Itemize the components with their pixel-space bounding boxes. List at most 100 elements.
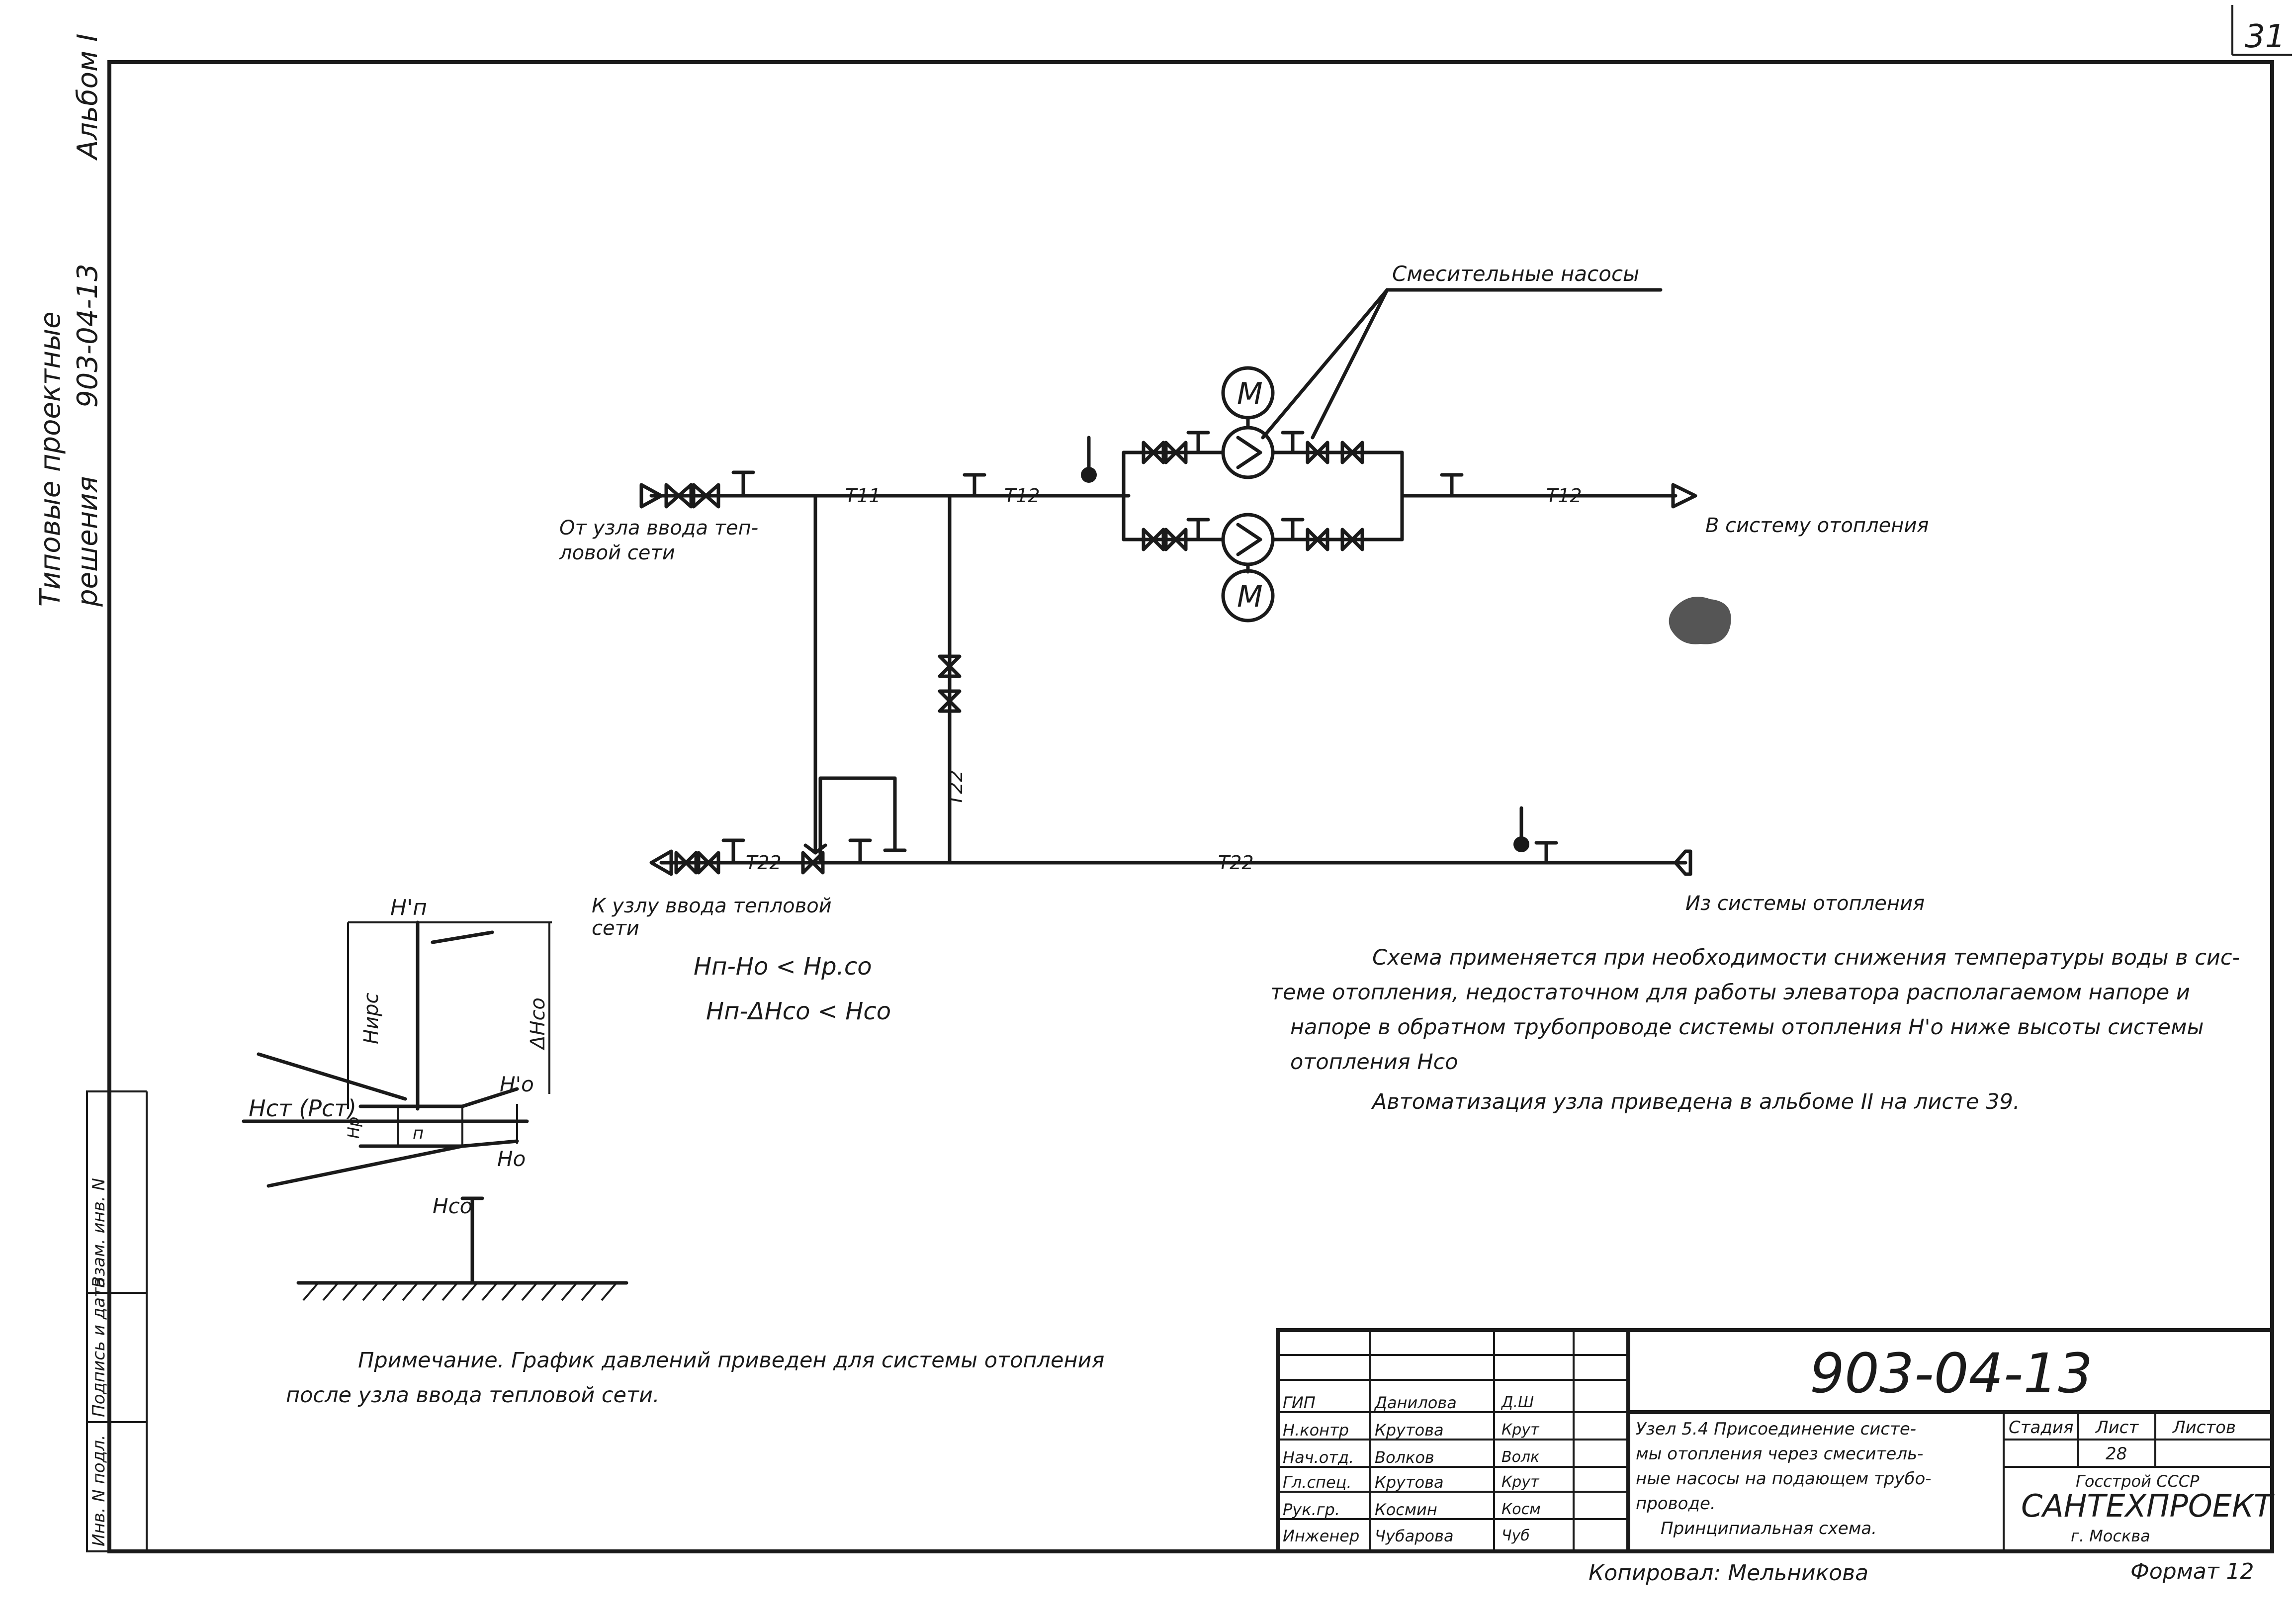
signature: Крут [1501, 1421, 1540, 1439]
pipe-label-t22: T22 [1218, 852, 1254, 874]
binding-cell-1: Инв. N подл. [89, 1435, 109, 1546]
check-valve-icon [1306, 528, 1329, 551]
name-chubarova: Чубарова [1375, 1527, 1454, 1545]
inlet-arrow-icon [1674, 849, 1692, 876]
description-line-1: Схема применяется при необходимости сниж… [1372, 945, 2240, 970]
name-danilova: Данилова [1374, 1393, 1457, 1412]
gate-valve-icon [938, 689, 962, 713]
outlet-arrow-icon [1671, 483, 1697, 509]
org-line-2: САНТЕХПРОЕКТ [2021, 1488, 2275, 1524]
gate-valve-icon [1340, 441, 1364, 464]
title-line-3: ные насосы на подающем трубо- [1636, 1469, 1932, 1489]
description-line-3: напоре в обратном трубопроводе системы о… [1290, 1015, 2204, 1040]
sheet-value: 28 [2106, 1444, 2127, 1464]
format-label: Формат 12 [2130, 1559, 2254, 1584]
piping-diagram: T11 T12 T12 М [559, 262, 1929, 1025]
org-line-3: г. Москва [2071, 1527, 2150, 1545]
note-line-1: Примечание. График давлений приведен для… [358, 1348, 1104, 1373]
stage-header: Стадия [2009, 1418, 2073, 1438]
binding-strip: Инв. N подл. Подпись и дата Взам. инв. N [86, 1090, 148, 1552]
pipe-label-t22: T22 [746, 852, 782, 874]
name-krutova-2: Крутова [1375, 1473, 1444, 1492]
note-block: Примечание. График давлений приведен для… [286, 1348, 1104, 1408]
thermometer-icon [1513, 806, 1529, 852]
role-inzhener: Инженер [1283, 1527, 1359, 1545]
signature: Крут [1501, 1473, 1540, 1491]
graph-hp-prime: Н'п [390, 895, 427, 920]
title-line-4: проводе. [1636, 1494, 1716, 1514]
gate-valve-icon [674, 851, 698, 875]
org-line-1: Госстрой СССР [2076, 1472, 2200, 1491]
gate-valve-icon [938, 654, 962, 678]
motor-label: М [1237, 579, 1263, 614]
gate-valve-icon [692, 483, 720, 509]
name-volkov: Волков [1375, 1448, 1434, 1467]
note-line-2: после узла ввода тепловой сети. [286, 1383, 660, 1408]
doc-code: 903-04-13 [1810, 1342, 2093, 1405]
name-krutova: Крутова [1375, 1421, 1444, 1440]
from-heating-label: Из системы отопления [1685, 892, 1925, 915]
pipe-label-t11: T11 [845, 485, 881, 507]
gate-valve-icon [697, 851, 720, 875]
from-network-label: От узла ввода теп-ловой сети [559, 517, 758, 564]
title-block: 903-04-13 ГИП Н.контр Нач.отд. Гл.спец. … [1276, 1328, 2275, 1553]
callout-pumps: Смесительные насосы [1392, 262, 1639, 286]
inlet-arrow-icon [639, 483, 663, 509]
sheet-header: Лист [2095, 1418, 2139, 1438]
copied-by: Копировал: Мельникова [1589, 1560, 1868, 1586]
description-line-4: отопления Нсо [1290, 1050, 1458, 1075]
pipe-label-t12: T12 [1004, 485, 1040, 507]
role-nach-otd: Нач.отд. [1283, 1448, 1354, 1467]
formula-1: Нп-Но < Нр.со [694, 953, 872, 981]
title-line-2: мы отопления через смеситель- [1636, 1444, 1923, 1464]
name-kosmin: Космин [1375, 1500, 1437, 1519]
motor-label: М [1237, 376, 1263, 411]
motor-icon [1221, 366, 1275, 420]
graph-n: п [413, 1123, 424, 1143]
side-title-album: Альбом I [72, 34, 104, 161]
graph-hco: Нсо [433, 1194, 472, 1218]
signature: Волк [1501, 1448, 1539, 1466]
signature: Д.Ш [1501, 1394, 1534, 1411]
page-number: 31 [2245, 18, 2285, 55]
gate-valve-icon [1340, 528, 1364, 551]
to-heating-label: В систему отопления [1705, 514, 1929, 537]
description-block: Схема применяется при необходимости сниж… [1270, 945, 2240, 1114]
graph-dhco: ΔНсо [527, 997, 549, 1051]
pipe-label-t22: T22 [945, 770, 967, 806]
ink-blot [1669, 597, 1731, 644]
gate-valve-icon [1164, 441, 1188, 464]
gate-valve-icon [1164, 528, 1188, 551]
side-title-line1: Типовые проектные [34, 311, 67, 607]
title-line-5: Принципиальная схема. [1661, 1519, 1877, 1538]
graph-hp: Нр [344, 1117, 363, 1139]
pipe-label-t12: T12 [1546, 485, 1582, 507]
motor-icon [1221, 569, 1275, 623]
thermometer-icon [1081, 436, 1097, 483]
side-title-code: 903-04-13 [72, 264, 104, 408]
role-gip: ГИП [1283, 1393, 1316, 1412]
regulating-valve-icon [801, 851, 825, 875]
gate-valve-icon [664, 483, 693, 509]
formula-2: Нп-ΔНсо < Нсо [706, 997, 891, 1025]
pump-icon [1221, 513, 1275, 566]
automation-line: Автоматизация узла приведена в альбоме I… [1371, 1089, 2020, 1114]
sheets-header: Листов [2172, 1418, 2236, 1438]
signature: Чуб [1501, 1527, 1530, 1544]
ground-hatch [302, 1282, 618, 1301]
role-ruk-gr: Рук.гр. [1283, 1500, 1340, 1519]
gate-valve-icon [1142, 441, 1165, 464]
graph-h0-prime: Н'о [500, 1072, 534, 1096]
role-gl-spec: Гл.спец. [1283, 1473, 1352, 1492]
gate-valve-icon [1142, 528, 1165, 551]
graph-h0: Но [497, 1147, 526, 1171]
binding-cell-3: Взам. инв. N [89, 1178, 109, 1288]
description-line-2: теме отопления, недостаточном для работы… [1270, 980, 2190, 1005]
pressure-graph: Н'п Нирс ΔНсо Нст (Рст) Н'о Нр п Но Нсо [242, 895, 628, 1301]
graph-hnrs: Нирс [360, 993, 383, 1044]
binding-cell-2: Подпись и дата [89, 1277, 109, 1417]
title-line-1: Узел 5.4 Присоединение систе- [1636, 1419, 1916, 1439]
side-title: Типовые проектные решения 903-04-13 Альб… [34, 34, 104, 607]
sheet-frame [107, 60, 2274, 1553]
